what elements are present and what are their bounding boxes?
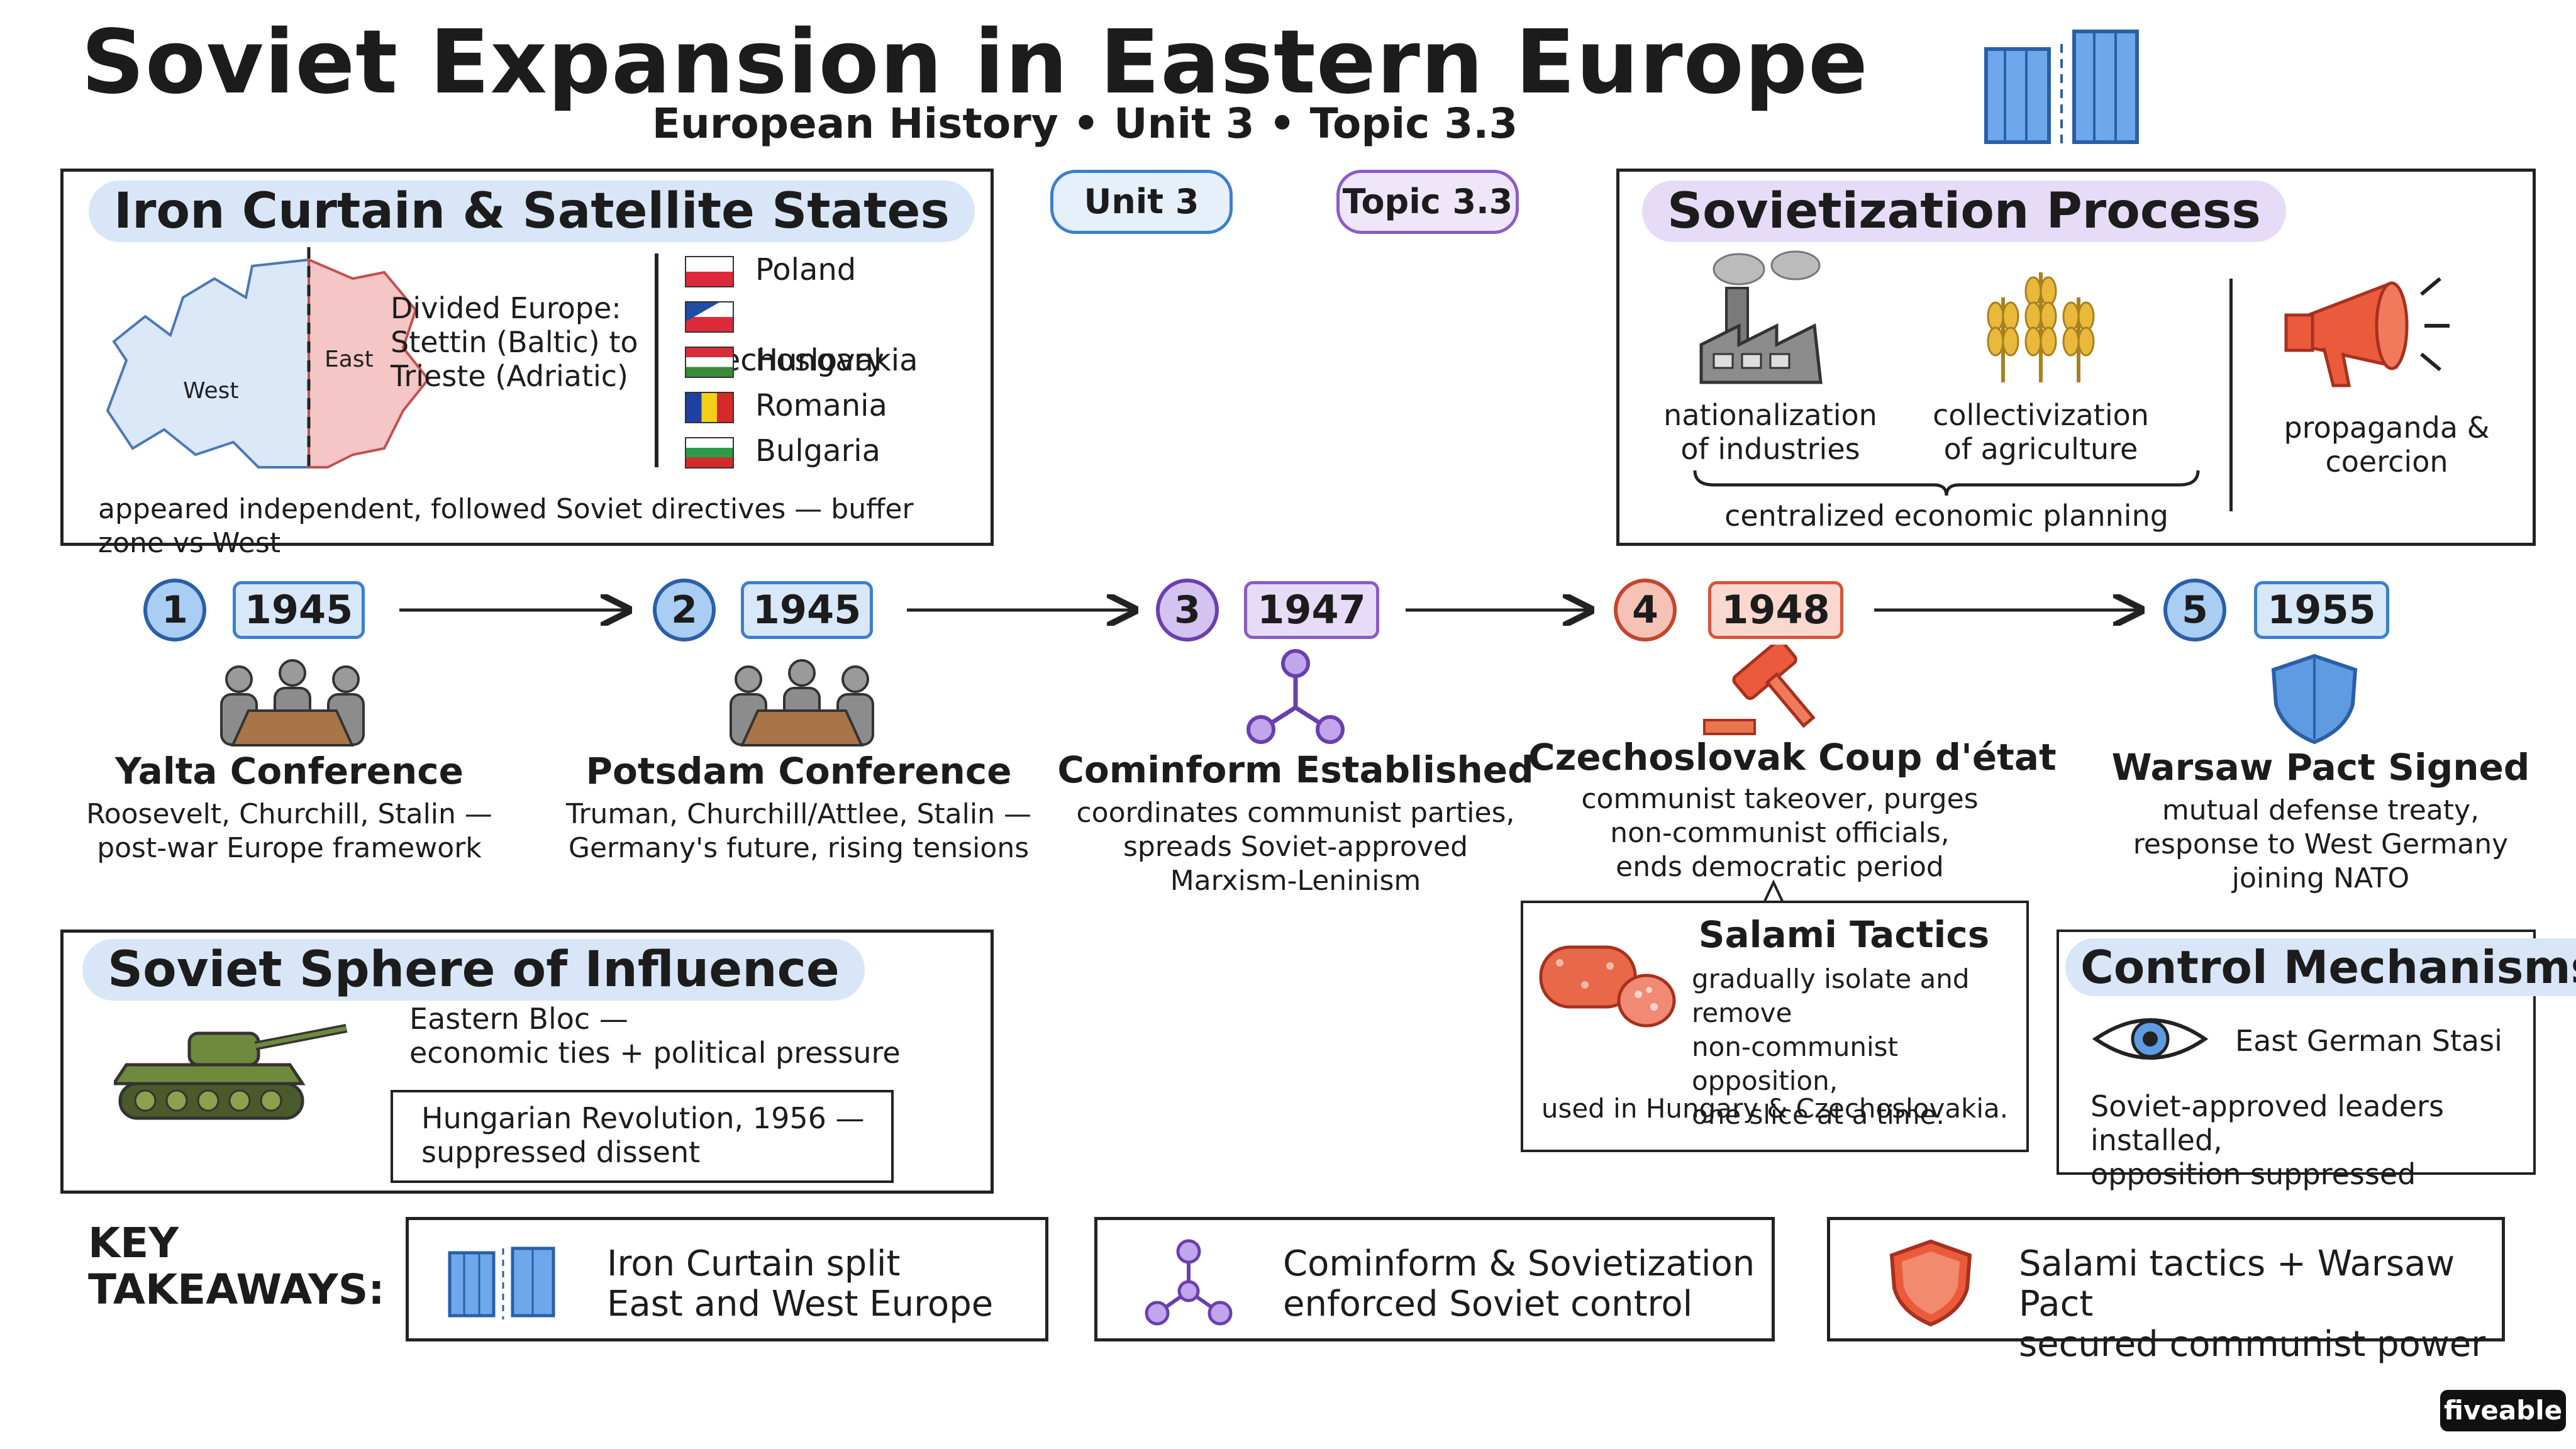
timeline-step-4-year: 1948 xyxy=(1708,581,1843,639)
timeline-step-4-title: Czechoslovak Coup d'état xyxy=(1528,736,2057,779)
divider xyxy=(2229,279,2233,511)
wheat-icon xyxy=(1987,272,2095,382)
sovietization-heading: Sovietization Process xyxy=(1642,180,2286,242)
factory-icon xyxy=(1699,250,1823,384)
sphere-panel: Soviet Sphere of Influence Eastern Bloc … xyxy=(60,930,994,1194)
bulgaria-flag-icon xyxy=(685,437,734,469)
iron-curtain-panel: Iron Curtain & Satellite States West Eas… xyxy=(60,169,994,559)
timeline-step-2-text: Truman, Churchill/Attlee, Stalin —German… xyxy=(566,798,1031,864)
timeline-step-4-number: 4 xyxy=(1614,579,1677,641)
topic-badge: Topic 3.3 xyxy=(1336,170,1519,234)
timeline-step-5-text: mutual defense treaty,response to West G… xyxy=(2133,794,2509,894)
brand-logo: fiveable xyxy=(2440,1390,2566,1431)
timeline-step-3-number: 3 xyxy=(1156,579,1219,641)
state-hungary: Hungary xyxy=(685,338,980,383)
map-west-label: West xyxy=(183,378,239,404)
stasi-text: East German Stasi xyxy=(2235,1024,2502,1058)
timeline-step-3-text: coordinates communist parties,spreads So… xyxy=(1076,797,1515,897)
romania-flag-icon xyxy=(685,392,734,423)
iron-curtain-heading: Iron Curtain & Satellite States xyxy=(89,180,975,242)
divided-europe-text: Divided Europe: Stettin (Baltic) to Trie… xyxy=(391,291,638,393)
page-subtitle: European History • Unit 3 • Topic 3.3 xyxy=(652,99,1518,148)
timeline-step-5-title: Warsaw Pact Signed xyxy=(2111,746,2530,789)
timeline-step-3-year: 1947 xyxy=(1244,581,1379,639)
czechoslovakia-flag-icon xyxy=(685,301,734,333)
tank-icon xyxy=(114,1024,348,1120)
state-poland: Poland xyxy=(685,247,980,292)
timeline-step-2-number: 2 xyxy=(653,579,716,641)
unit-badge: Unit 3 xyxy=(1050,170,1233,234)
control-text: Soviet-approved leaders installed,opposi… xyxy=(2090,1089,2444,1191)
eye-icon xyxy=(2092,1018,2209,1060)
network-nodes-icon xyxy=(1145,1239,1233,1326)
shield-icon xyxy=(2271,653,2358,745)
hungarian-revolution-box: Hungarian Revolution, 1956 —suppressed d… xyxy=(391,1090,894,1183)
timeline-step-1-title: Yalta Conference xyxy=(115,750,464,792)
timeline-step-1-number: 1 xyxy=(143,579,206,641)
state-bulgaria: Bulgaria xyxy=(685,428,980,474)
conference-table-icon xyxy=(220,659,365,747)
iron-curtain-footer: appeared independent, followed Soviet di… xyxy=(98,493,914,559)
poland-flag-icon xyxy=(685,256,734,287)
state-czechoslovakia: Czechoslovakia xyxy=(685,292,980,378)
conference-table-icon xyxy=(730,659,874,747)
sphere-heading: Soviet Sphere of Influence xyxy=(82,939,865,1001)
shield-icon xyxy=(1889,1239,1972,1327)
timeline-step-2-title: Potsdam Conference xyxy=(586,750,1012,792)
control-panel: Control Mechanisms East German Stasi Sov… xyxy=(2057,930,2576,1191)
iron-curtain-icon xyxy=(448,1246,555,1319)
salami-icon xyxy=(1539,945,1676,1028)
timeline-step-5-year: 1955 xyxy=(2254,581,2389,639)
salami-panel: Salami Tactics gradually isolate and rem… xyxy=(1521,901,2029,1152)
map-east-label: East xyxy=(325,347,374,372)
salami-heading: Salami Tactics xyxy=(1698,913,1990,956)
gavel-icon xyxy=(1703,645,1816,735)
network-nodes-icon xyxy=(1246,649,1345,744)
europe-map-icon: West East xyxy=(106,247,430,474)
propaganda-text: propaganda &coercion xyxy=(2284,411,2490,479)
page-title: Soviet Expansion in Eastern Europe xyxy=(81,11,1868,114)
connector xyxy=(1763,879,1784,903)
timeline-step-3-title: Cominform Established xyxy=(1057,748,1534,791)
brace-icon xyxy=(1693,470,2200,496)
centralized-planning-text: centralized economic planning xyxy=(1724,499,2168,533)
sphere-text: Eastern Bloc —economic ties + political … xyxy=(409,1002,901,1070)
timeline-arrows xyxy=(399,591,2576,629)
satellite-states-list: Poland Czechoslovakia Hungary Romania Bu… xyxy=(685,247,980,474)
state-romania: Romania xyxy=(685,383,980,428)
salami-footer: used in Hungary & Czechoslovakia. xyxy=(1541,1093,2009,1124)
divider xyxy=(655,253,658,467)
control-heading: Control Mechanisms xyxy=(2065,938,2576,996)
megaphone-icon xyxy=(2284,277,2450,387)
timeline-step-5-number: 5 xyxy=(2163,579,2226,641)
timeline-step-2-year: 1945 xyxy=(741,581,873,639)
timeline-step-1-text: Roosevelt, Churchill, Stalin —post-war E… xyxy=(86,798,492,864)
timeline-step-1-year: 1945 xyxy=(233,581,365,639)
hungary-flag-icon xyxy=(685,347,734,378)
iron-curtain-icon xyxy=(1984,30,2139,145)
